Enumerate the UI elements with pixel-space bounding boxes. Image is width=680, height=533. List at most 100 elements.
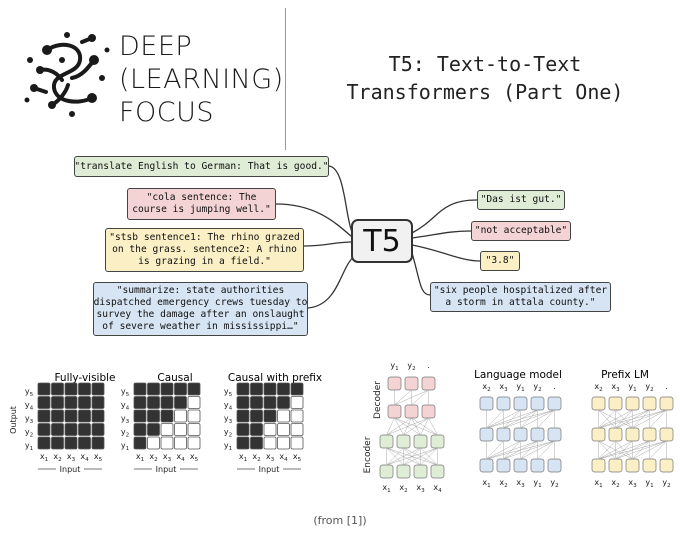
prefix-lm-input-label: x2 [611,478,619,489]
prefix-lm-input-label: x1 [594,478,603,489]
arch-link [649,409,667,429]
mask-x-label: x5 [190,452,199,463]
arch-link [386,417,395,436]
prefix-lm-block [642,458,657,473]
mask-cell [263,396,277,409]
mask-cell [37,396,51,409]
arch-link [420,447,438,466]
prefix-lm-block [591,396,606,411]
mask-cell [277,436,290,450]
mask-cell [250,409,263,423]
mask-cell [160,382,174,396]
mask-x-label: x2 [53,452,61,463]
mask-y-label: y4 [25,401,34,412]
decoder-block [387,404,402,419]
mask-cell [290,436,304,450]
prefix-lm-block [625,396,640,411]
mask-cell [160,409,174,423]
lm-block [496,396,511,411]
mask-x-label: x1 [239,452,248,463]
mask-input-label: Input [60,465,81,474]
mask-x-label: x1 [136,452,145,463]
mask-cell [133,409,147,423]
input-summarize: "summarize: state authorities dispatched… [93,282,308,336]
mask-y-label: y4 [224,401,233,412]
mask-cell [91,409,105,423]
mask-cell [91,396,105,409]
encoder-block [379,434,394,449]
mask-cell [250,382,263,396]
mask-x-label: x5 [94,452,103,463]
arch-link [386,447,421,466]
mask-cell [174,382,187,396]
logo-line-1: DEEP [119,31,193,62]
header-divider [285,8,286,150]
arch-link [632,409,650,429]
arch-link [615,409,633,429]
arch-link [520,440,538,460]
prefix-lm-block [591,458,606,473]
mask-cell [290,382,304,396]
lm-block [530,458,545,473]
encdec-input-label: x3 [416,483,425,494]
mask-y-label: y2 [25,428,33,439]
mask-cell [187,423,201,436]
mask-cell [263,409,277,423]
lm-input-label: x2 [499,478,507,489]
arch-link [598,440,633,460]
mask-cell [78,396,91,409]
arch-link [394,389,412,406]
mask-cell [236,423,250,436]
mask-y-label: y5 [121,387,130,398]
decoder-block [387,376,402,391]
mask-title-causal-prefix: Causal with prefix [227,372,323,384]
mask-cell [290,396,304,409]
lm-block [530,396,545,411]
lm-output-label: x3 [499,382,508,393]
mask-input-label: Input [156,465,177,474]
lm-output-label: y2 [533,382,541,393]
decoder-block [404,404,419,419]
mask-cell [236,382,250,396]
mask-output-label: Output [9,406,18,434]
encoder-label: Encoder [363,436,373,473]
prefix-lm-block [659,427,674,442]
arch-title-prefix-lm: Prefix LM [601,369,649,381]
lm-block [496,427,511,442]
prefix-lm-block [642,396,657,411]
lm-block [479,396,494,411]
input-translate: "translate English to German: That is go… [74,156,329,177]
lm-block [496,458,511,473]
encoder-block [413,464,428,479]
decoder-block [421,404,436,419]
mask-cell [64,436,78,450]
mask-cell [147,409,160,423]
arch-link [520,409,538,429]
mask-cell [277,423,290,436]
mask-cell [290,423,304,436]
mask-cell [133,423,147,436]
mask-cell [187,382,201,396]
deep-learning-focus-logo [24,32,110,117]
mask-cell [37,382,51,396]
prefix-lm-block [642,427,657,442]
arch-link [486,409,504,429]
lm-output-label: . [553,382,556,391]
mask-cell [160,396,174,409]
mask-x-label: x4 [80,452,89,463]
lm-block [547,427,562,442]
mask-cell [147,396,160,409]
mask-cell [147,382,160,396]
prefix-lm-block [608,396,623,411]
mask-x-label: x3 [67,452,76,463]
prefix-lm-block [608,458,623,473]
mask-cell [51,409,64,423]
mask-cell [51,436,64,450]
arch-link [598,440,616,460]
lm-input-label: y2 [550,478,558,489]
prefix-lm-block [625,427,640,442]
mask-cell [160,423,174,436]
output-summary: "six people hospitalized after a storm i… [430,282,611,312]
mask-y-label: y2 [121,428,129,439]
